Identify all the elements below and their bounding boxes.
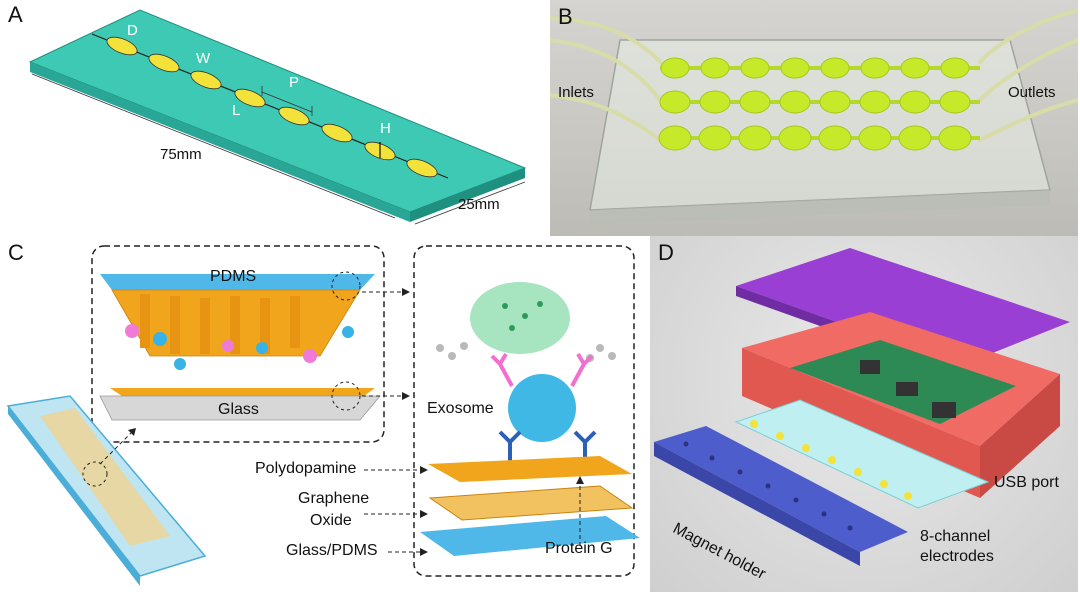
dim-d-label: D [127, 22, 138, 39]
panel-d: D USB port Magnet holder 8-channel elect… [650, 236, 1080, 596]
panel-c: C [0, 236, 650, 596]
graphene-oxide-label-line2: Oxide [310, 512, 352, 529]
glass-pdms-label: Glass/PDMS [286, 542, 378, 559]
dim-h-label: H [380, 120, 391, 137]
glass-slab-c [99, 395, 381, 421]
particles [125, 324, 354, 370]
usb-port-label: USB port [994, 474, 1059, 491]
panel-b-label: B [558, 4, 573, 29]
panel-c-label: C [8, 240, 24, 265]
polydopamine-label: Polydopamine [255, 460, 357, 477]
panel-a-label: A [8, 2, 23, 27]
dim-w-label: W [196, 50, 211, 67]
exosome-particle [508, 374, 576, 442]
chip-photo [550, 0, 1078, 236]
protein-g-label: Protein G [545, 540, 613, 557]
inlets-label: Inlets [558, 84, 594, 101]
electrode-strip [734, 399, 990, 509]
electrodes-label-line2: electrodes [920, 548, 994, 565]
glass-pdms-layer [420, 516, 640, 556]
dim-l-label: L [232, 102, 241, 119]
channel-chambers [106, 36, 438, 178]
pdms-slab [100, 274, 375, 290]
chip-front-side [30, 62, 410, 222]
dim-p-label: P [289, 74, 300, 91]
microchannel-chip-diagram [28, 9, 527, 225]
exosome-label: Exosome [427, 400, 494, 417]
graphene-layer [428, 485, 634, 521]
panel-a: A D W P L H 75mm 25mm [0, 0, 540, 236]
electrodes-label-line1: 8-channel [920, 528, 991, 545]
exosome-capture-diagram [6, 245, 640, 586]
chip-right-side [410, 168, 525, 222]
length-label: 75mm [160, 146, 202, 163]
polydopamine-layer [428, 456, 632, 482]
graphene-oxide-label-line1: Graphene [298, 490, 370, 507]
width-label: 25mm [458, 196, 500, 213]
panel-b: B Inlets Outlets [540, 0, 1080, 236]
panel-d-label: D [658, 240, 674, 265]
outlets-label: Outlets [1008, 84, 1056, 101]
glass-label: Glass [218, 401, 259, 418]
magnet-holder [654, 426, 908, 552]
green-channels [658, 57, 980, 151]
pdms-label: PDMS [210, 268, 257, 285]
chip-top-face [28, 9, 527, 213]
device-render [650, 236, 1078, 592]
device-lid [736, 248, 1070, 366]
glass-slab [589, 39, 1051, 211]
